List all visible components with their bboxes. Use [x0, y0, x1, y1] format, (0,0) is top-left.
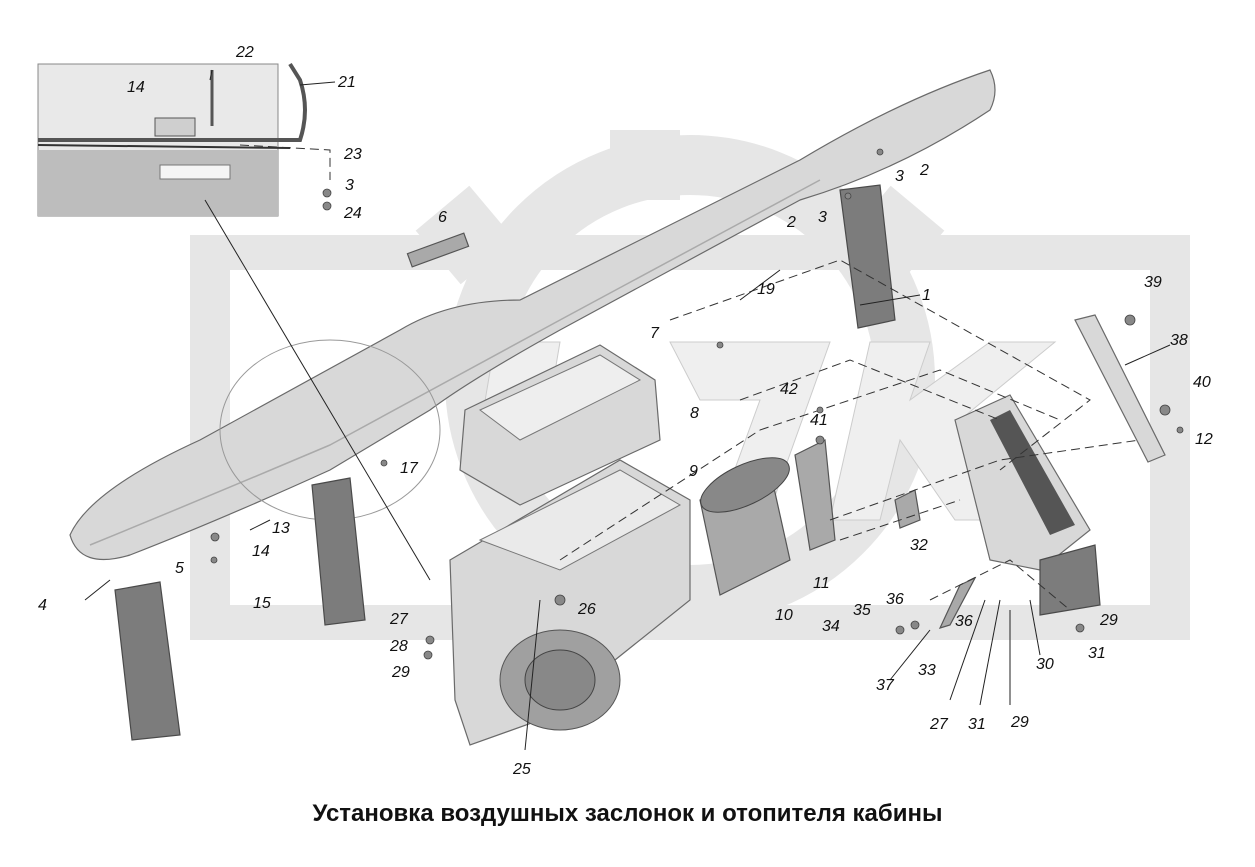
callout-12: 12	[1195, 431, 1213, 448]
callout-31b: 31	[968, 716, 986, 733]
callout-29b: 29	[1099, 612, 1118, 629]
callout-33: 33	[918, 662, 936, 679]
callout-37: 37	[876, 677, 895, 694]
callout-36a: 36	[886, 591, 904, 608]
air-duct-5	[114, 581, 181, 741]
callout-35: 35	[853, 602, 871, 619]
callout-24: 24	[343, 205, 362, 222]
callout-2b: 2	[786, 214, 796, 231]
callout-22: 22	[235, 44, 254, 61]
callout-28: 28	[389, 638, 408, 655]
filter-frame-11	[794, 439, 836, 551]
callout-19: 19	[757, 281, 775, 298]
callout-9: 9	[689, 463, 698, 480]
callout-8: 8	[690, 405, 699, 422]
callout-31a: 31	[1088, 645, 1106, 662]
inset-detail	[37, 62, 307, 217]
heater-top-cover	[459, 344, 661, 506]
callout-14a: 14	[127, 79, 145, 96]
filter-element	[699, 457, 791, 596]
callout-21: 21	[337, 74, 356, 91]
air-duct-left	[311, 477, 366, 626]
bracket-38	[1074, 314, 1166, 463]
damper-plate	[954, 394, 1101, 616]
callout-38: 38	[1170, 332, 1188, 349]
callout-29a: 29	[391, 664, 410, 681]
callout-5: 5	[175, 560, 184, 577]
callout-29c: 29	[1010, 714, 1029, 731]
dashboard-panel	[69, 69, 996, 561]
air-duct-1	[839, 184, 896, 329]
callout-41: 41	[810, 412, 828, 429]
callout-32: 32	[910, 537, 928, 554]
callout-2a: 2	[919, 162, 929, 179]
callout-39: 39	[1144, 274, 1162, 291]
callout-3c: 3	[345, 177, 354, 194]
bracket-32	[894, 489, 921, 529]
callout-36b: 36	[955, 613, 973, 630]
heater-housing	[449, 459, 691, 746]
callout-26: 26	[577, 601, 596, 618]
callout-42: 42	[780, 381, 798, 398]
callout-40: 40	[1193, 374, 1211, 391]
callout-34: 34	[822, 618, 840, 635]
callout-27a: 27	[389, 611, 409, 628]
callout-17: 17	[400, 460, 419, 477]
callout-11: 11	[813, 575, 830, 592]
callout-25: 25	[512, 761, 531, 778]
callout-labels: 1 2 2 3 3 3 4 5 6 7 8 9 10 11 12 13 14 1…	[38, 44, 1213, 778]
callout-4: 4	[38, 597, 47, 614]
callout-15: 15	[253, 595, 271, 612]
cover-6	[406, 232, 470, 268]
callout-10: 10	[775, 607, 793, 624]
diagram-caption: Установка воздушных заслонок и отопителя…	[312, 800, 943, 827]
callout-13: 13	[272, 520, 290, 537]
callout-7: 7	[650, 325, 660, 342]
leader-lines	[84, 69, 1171, 751]
callout-3b: 3	[818, 209, 827, 226]
callout-3a: 3	[895, 168, 904, 185]
fasteners	[210, 148, 1184, 660]
callout-1: 1	[922, 287, 931, 304]
callout-6: 6	[438, 209, 447, 226]
callout-23: 23	[343, 146, 362, 163]
callout-14b: 14	[252, 543, 270, 560]
callout-30: 30	[1036, 656, 1054, 673]
callout-27b: 27	[929, 716, 949, 733]
